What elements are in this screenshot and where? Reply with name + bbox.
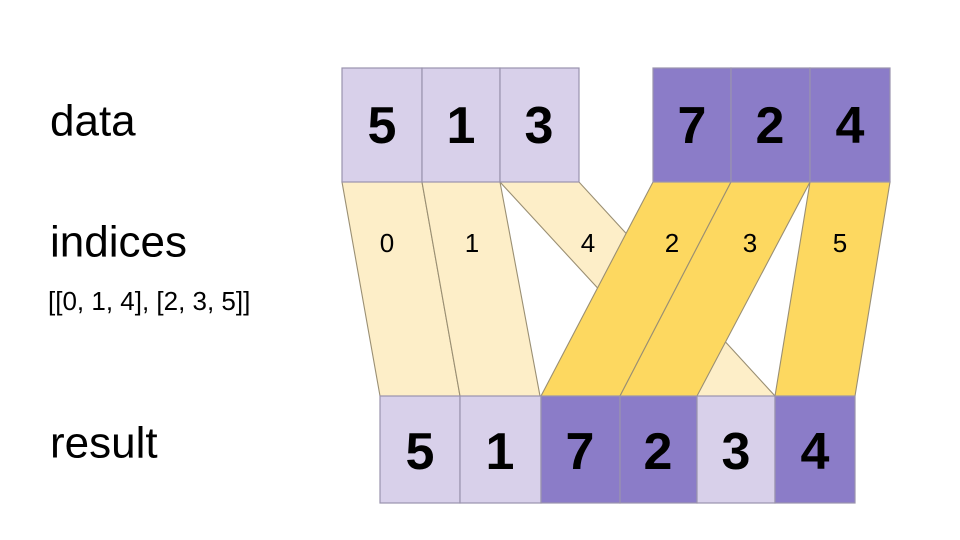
data-cell-5[interactable] (809, 67, 891, 183)
row-label-layer: data indices [[0, 1, 4], [2, 3, 5]] resu… (48, 97, 250, 468)
data-cell-1[interactable] (421, 67, 501, 183)
result-cell-value-3: 2 (644, 423, 673, 481)
data-row: 5 1 3 7 2 4 (341, 67, 891, 183)
index-label-5: 5 (833, 228, 847, 258)
result-cell-value-1: 1 (486, 423, 515, 481)
row-label-data: data (50, 97, 136, 146)
row-label-result: result (50, 419, 158, 468)
data-cell-value-3: 7 (678, 97, 707, 155)
data-cell-value-4: 2 (756, 97, 785, 155)
result-cell-5[interactable] (774, 395, 856, 504)
data-cell-0[interactable] (341, 67, 423, 183)
index-label-1: 1 (465, 228, 479, 258)
result-cell-value-4: 3 (722, 423, 751, 481)
result-row: 5 1 7 2 3 4 (379, 395, 856, 504)
band-layer (341, 181, 891, 397)
index-label-0: 0 (380, 228, 394, 258)
result-cell-value-2: 7 (566, 423, 595, 481)
data-cell-4[interactable] (730, 67, 811, 183)
result-cell-value-5: 4 (801, 423, 830, 481)
data-cell-value-5: 4 (836, 97, 865, 155)
result-cell-3[interactable] (619, 395, 698, 504)
result-cell-4[interactable] (696, 395, 776, 504)
index-label-2: 2 (665, 228, 679, 258)
result-cell-1[interactable] (459, 395, 542, 504)
result-cell-2[interactable] (540, 395, 621, 504)
index-label-layer: 0 1 4 2 3 5 (380, 228, 847, 258)
result-cell-0[interactable] (379, 395, 461, 504)
result-cell-value-0: 5 (406, 423, 435, 481)
data-cell-value-1: 1 (447, 97, 476, 155)
data-cell-value-2: 3 (525, 97, 554, 155)
index-label-4: 4 (581, 228, 595, 258)
row-sublabel-indices: [[0, 1, 4], [2, 3, 5]] (48, 286, 250, 316)
index-label-3: 3 (743, 228, 757, 258)
row-label-indices: indices (50, 218, 187, 267)
data-cell-value-0: 5 (368, 97, 397, 155)
data-cell-3[interactable] (652, 67, 732, 183)
data-cell-2[interactable] (499, 67, 580, 183)
